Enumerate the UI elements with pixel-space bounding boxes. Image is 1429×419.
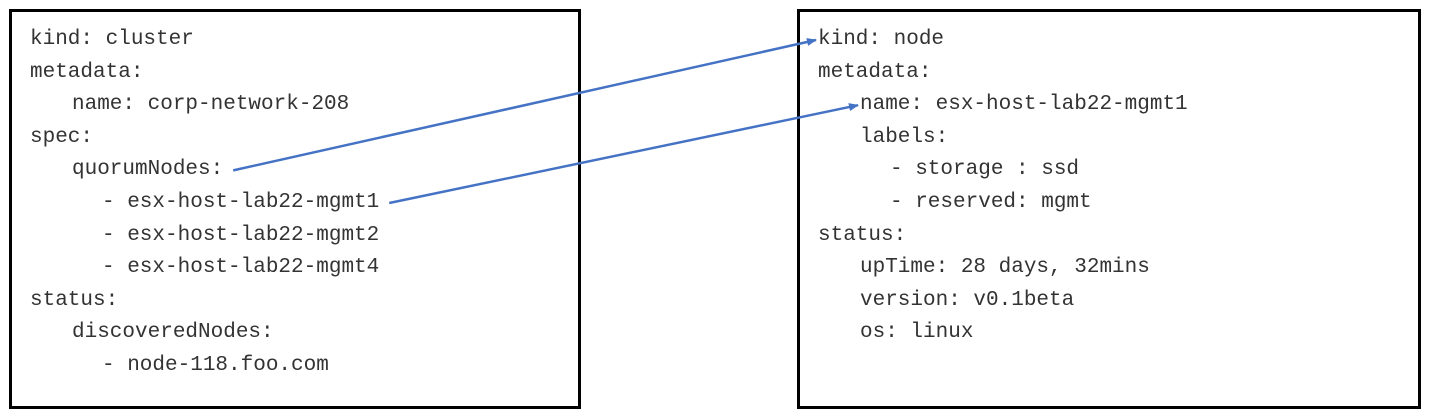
node-yaml-line-8: version: v0.1beta [860,288,1075,312]
node-yaml-line-5: - reserved: mgmt [890,191,1092,214]
cluster-yaml-line-9: discoveredNodes: [72,321,274,345]
node-yaml-line-1: metadata: [818,60,932,84]
cluster-yaml-line-6: - esx-host-lab22-mgmt2 [102,223,380,247]
cluster-yaml-line-10: - node-118.foo.com [102,354,329,377]
cluster-yaml-line-4: quorumNodes: [72,158,224,182]
node-yaml-panel: kind: node metadata: name: esx-host-lab22-… [797,9,1421,409]
node-yaml-line-6: status: [818,223,907,247]
cluster-yaml-line-0: kind: cluster [30,28,194,51]
node-yaml-line-9: os: linux [860,321,974,345]
cluster-yaml-line-2: name: corp-network-208 [72,93,350,117]
cluster-yaml-panel: kind: cluster metadata: name: corp-network… [9,9,581,409]
cluster-yaml-line-3: spec: [30,125,94,149]
node-yaml-line-0: kind: node [818,28,945,51]
cluster-yaml-line-8: status: [30,288,119,312]
cluster-yaml-line-7: - esx-host-lab22-mgmt4 [102,256,380,280]
cluster-yaml-line-5: - esx-host-lab22-mgmt1 [102,191,380,214]
node-yaml-line-7: upTime: 28 days, 32mins [860,256,1150,280]
node-yaml-line-2: name: esx-host-lab22-mgmt1 [860,93,1188,117]
node-yaml-line-3: labels: [860,125,949,149]
cluster-yaml-line-1: metadata: [30,60,144,84]
node-yaml-line-4: - storage : ssd [890,158,1080,182]
